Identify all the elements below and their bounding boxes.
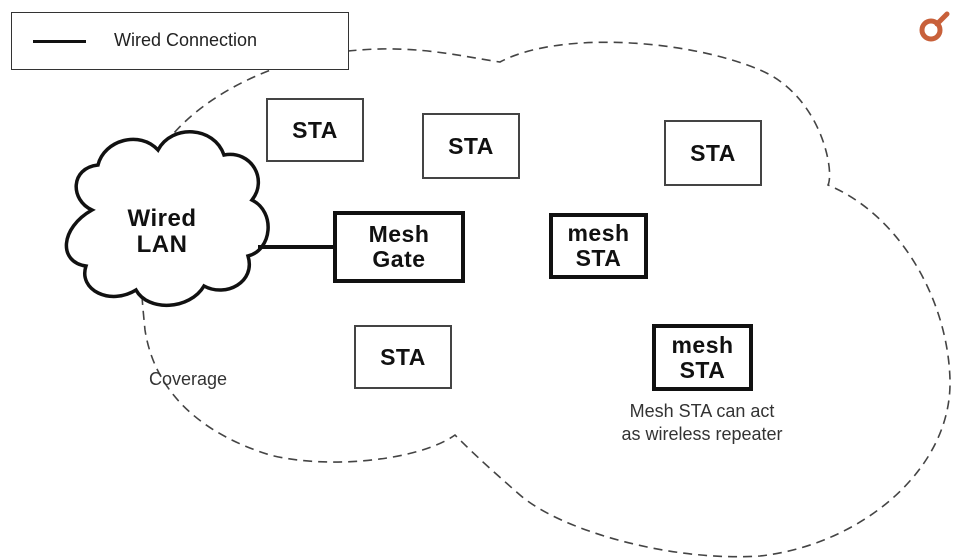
mesh-sta-label: mesh STA: [671, 331, 734, 383]
sta-node-bottom-left: STA: [354, 325, 452, 389]
sta-node-label: STA: [380, 343, 426, 370]
coverage-boundary: [139, 41, 951, 558]
wired-lan-cloud: [64, 130, 270, 307]
sta-node-label: STA: [292, 116, 338, 143]
mesh-gate-label: Mesh Gate: [368, 221, 430, 272]
repeater-note: Mesh STA can act as wireless repeater: [621, 401, 783, 444]
mesh-sta-label: mesh STA: [567, 220, 630, 271]
sta-node-top-left: STA: [266, 98, 364, 162]
legend-label: Wired Connection: [114, 30, 258, 50]
sta-node-top-center: STA: [422, 113, 520, 179]
mesh-sta-node-bottom-right: mesh STA: [652, 324, 753, 391]
sta-node-top-right: STA: [664, 120, 762, 186]
sta-node-label: STA: [448, 132, 494, 159]
mesh-sta-node-center: mesh STA: [549, 213, 648, 279]
wired-lan-label: Wired LAN: [127, 205, 197, 259]
legend: Wired Connection: [11, 12, 349, 70]
mesh-gate-node: Mesh Gate: [333, 211, 465, 283]
legend-wired-line: [33, 40, 86, 43]
coverage-label: Coverage: [149, 369, 228, 389]
sta-node-label: STA: [690, 139, 736, 166]
corner-logo-icon: [919, 11, 950, 42]
